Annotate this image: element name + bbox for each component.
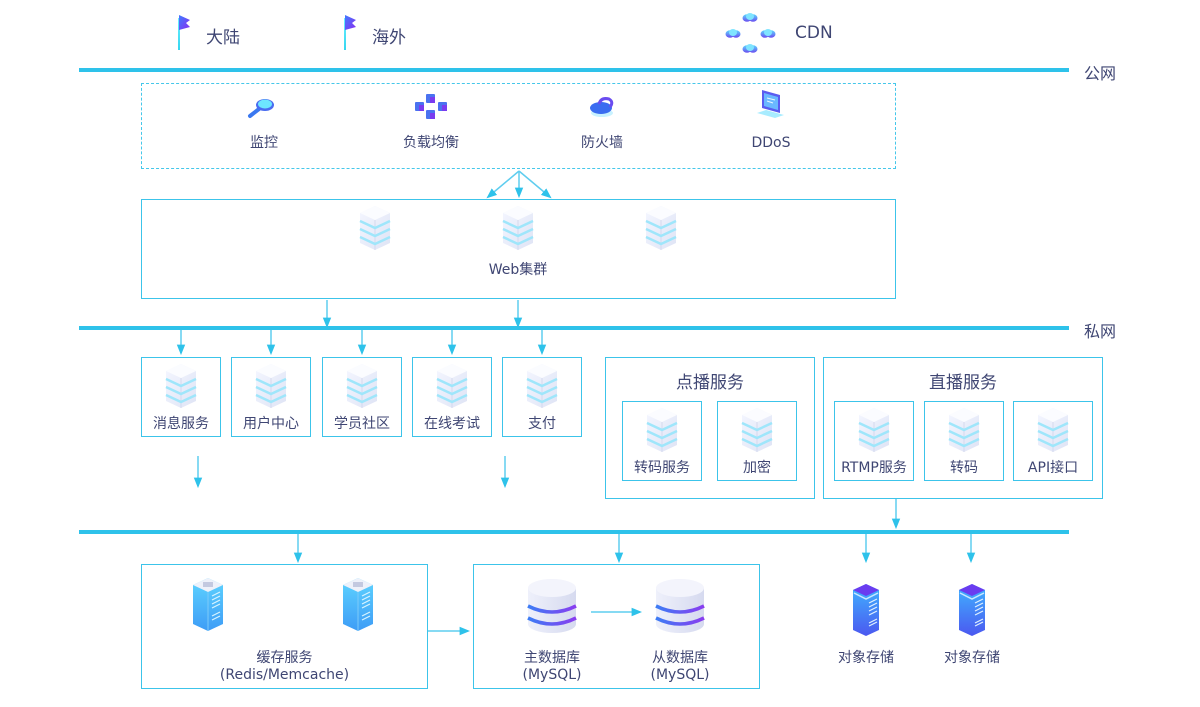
- private-network-label: 私网: [1084, 322, 1117, 341]
- public-network-bus: [79, 68, 1069, 72]
- vod-service-title: 点播服务: [676, 373, 744, 393]
- vod-item-label: 转码服务: [634, 460, 690, 476]
- server-icon: [345, 363, 379, 409]
- service-label: 学员社区: [334, 416, 390, 432]
- cubes-network-icon: [413, 93, 449, 121]
- web-cluster-label: Web集群: [488, 262, 548, 278]
- master-database-title: 主数据库: [524, 650, 580, 666]
- server-icon: [1036, 407, 1070, 453]
- overseas-flag-icon: [342, 14, 358, 50]
- database-box: [473, 564, 760, 689]
- object-storage-icon: [957, 582, 987, 638]
- server-icon: [164, 363, 198, 409]
- security-item-label: 监控: [250, 135, 278, 151]
- live-item-label: API接口: [1027, 460, 1079, 476]
- server-icon: [435, 363, 469, 409]
- slave-database-icon: [655, 578, 705, 634]
- server-icon: [645, 407, 679, 453]
- vod-item-label: 加密: [743, 460, 771, 476]
- cache-server-icon: [341, 576, 375, 632]
- server-icon: [525, 363, 559, 409]
- slave-database-title: 从数据库: [652, 650, 708, 666]
- live-item-label: RTMP服务: [841, 460, 907, 476]
- server-icon: [501, 205, 535, 251]
- live-service-title: 直播服务: [929, 373, 997, 393]
- live-item-label: 转码: [950, 460, 978, 476]
- arrow-to-web-right: [518, 170, 552, 199]
- public-network-label: 公网: [1084, 64, 1117, 83]
- server-icon: [947, 407, 981, 453]
- service-label: 在线考试: [424, 416, 480, 432]
- server-icon: [358, 205, 392, 251]
- legend-mainland-label: 大陆: [206, 28, 240, 48]
- magnifier-icon: [247, 96, 277, 120]
- cdn-cloud-icon: [724, 12, 778, 56]
- master-database-subtitle: (MySQL): [522, 667, 582, 683]
- laptop-icon: [755, 89, 785, 125]
- service-label: 用户中心: [243, 416, 299, 432]
- cache-service-subtitle: (Redis/Memcache): [219, 667, 350, 683]
- server-icon: [857, 407, 891, 453]
- cache-service-title: 缓存服务: [256, 650, 313, 666]
- mainland-flag-icon: [176, 14, 192, 50]
- cache-service-box: [141, 564, 428, 689]
- private-network-bus: [79, 326, 1069, 330]
- legend-cdn-label: CDN: [795, 23, 833, 43]
- arrow-to-web-left: [486, 170, 520, 199]
- security-item-label: 防火墙: [581, 135, 623, 151]
- object-storage-label: 对象存储: [944, 650, 1000, 666]
- security-item-label: DDoS: [751, 135, 791, 151]
- lock-icon: [587, 96, 617, 118]
- storage-network-bus: [79, 530, 1069, 534]
- cache-server-icon: [191, 576, 225, 632]
- security-item-label: 负载均衡: [403, 135, 459, 151]
- server-icon: [644, 205, 678, 251]
- service-label: 支付: [528, 416, 556, 432]
- master-database-icon: [527, 578, 577, 634]
- legend-overseas-label: 海外: [372, 28, 406, 48]
- security-layer-box: [141, 83, 896, 169]
- slave-database-subtitle: (MySQL): [650, 667, 710, 683]
- service-label: 消息服务: [153, 416, 209, 432]
- object-storage-label: 对象存储: [838, 650, 894, 666]
- object-storage-icon: [851, 582, 881, 638]
- server-icon: [740, 407, 774, 453]
- server-icon: [254, 363, 288, 409]
